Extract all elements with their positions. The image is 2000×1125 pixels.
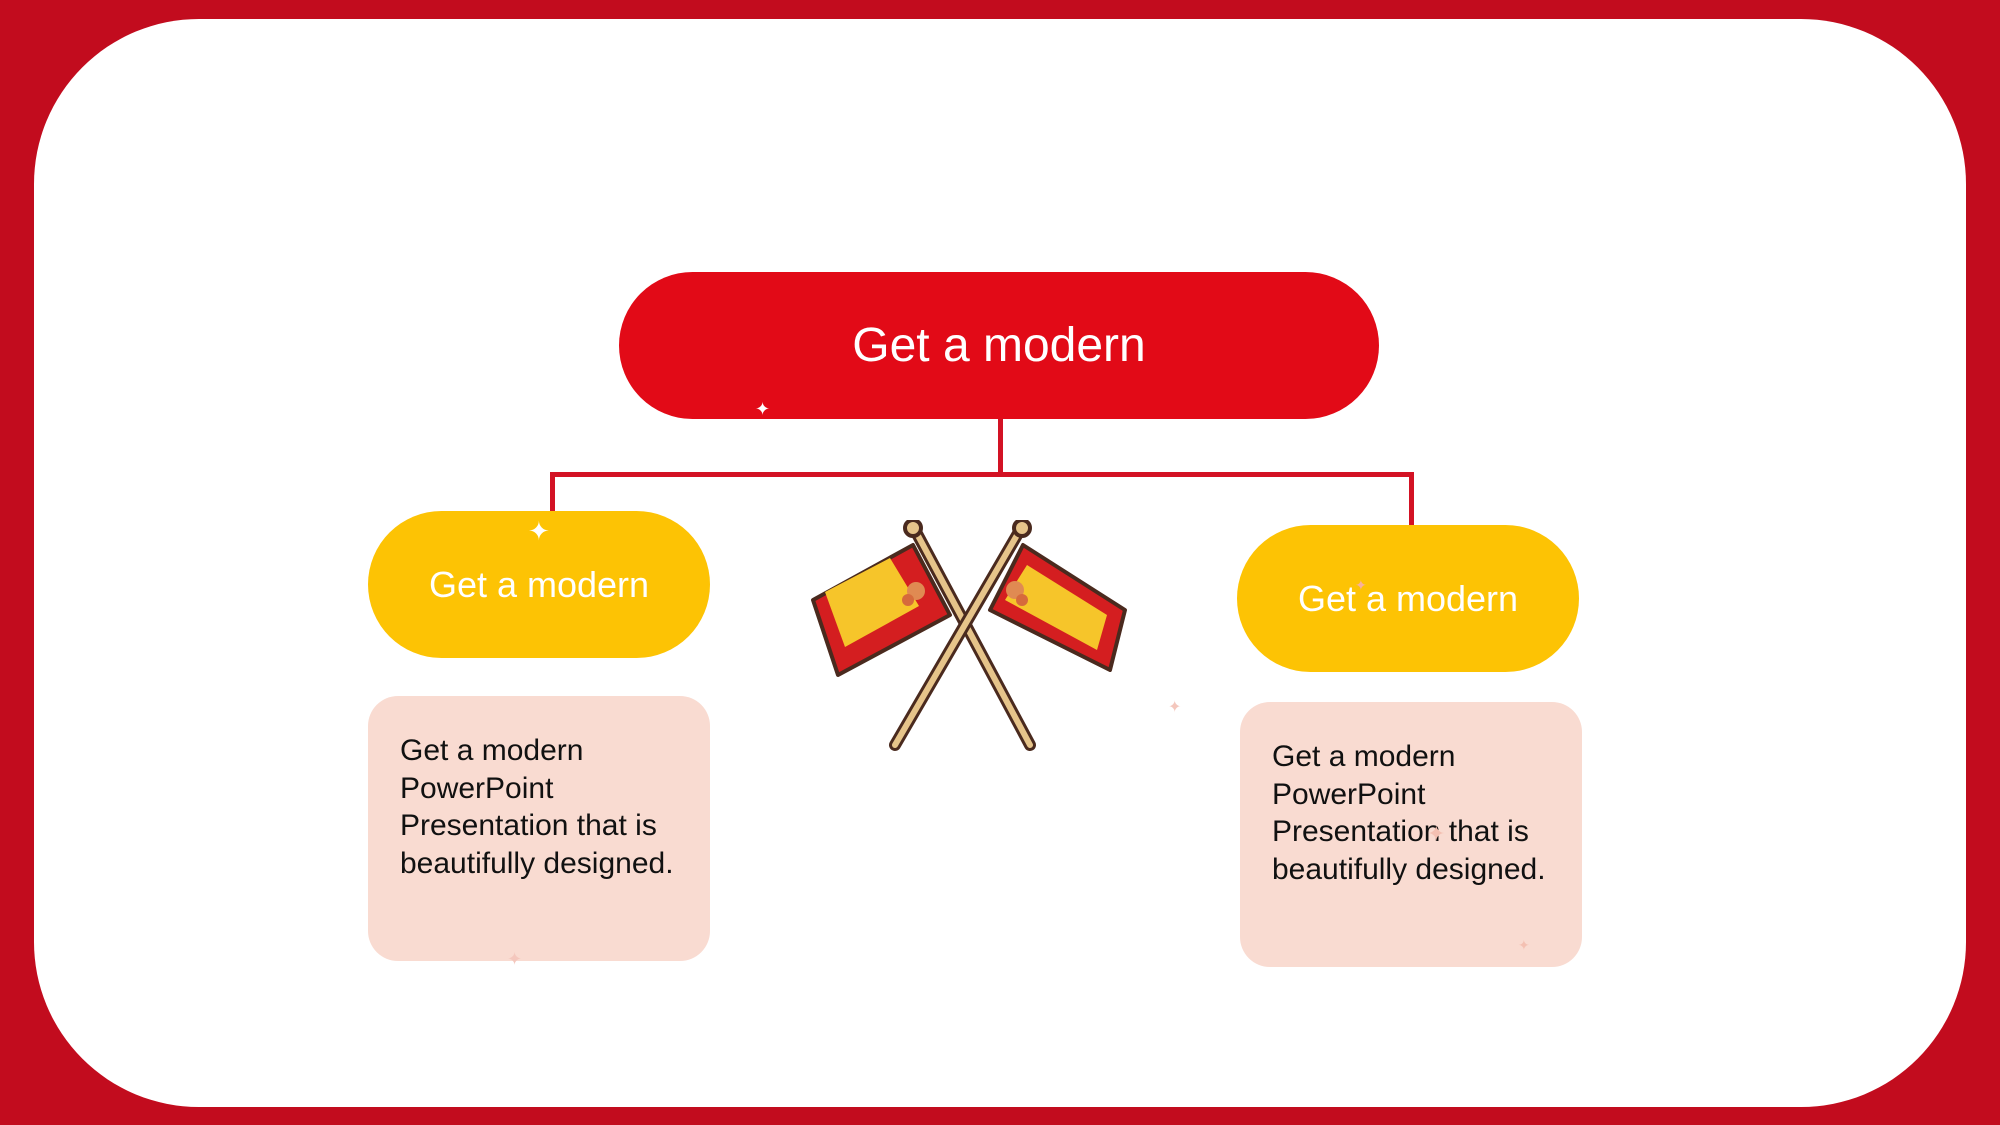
left-description-box: Get a modern PowerPoint Presentation tha…	[368, 696, 710, 961]
root-node-label: Get a modern	[852, 319, 1146, 372]
left-description-text: Get a modern PowerPoint Presentation tha…	[400, 734, 674, 880]
connector-root-stem	[998, 419, 1003, 474]
left-child-label: Get a modern	[428, 563, 650, 605]
sparkle-icon: ✦	[1518, 937, 1530, 953]
left-child-node: Get a modern	[368, 511, 710, 658]
right-child-label: Get a modern	[1297, 577, 1519, 619]
sparkle-icon: ✦	[755, 399, 771, 419]
root-node: Get a modern	[619, 272, 1379, 419]
connector-left-drop	[550, 472, 555, 512]
sparkle-icon: ✦	[1168, 699, 1182, 716]
right-description-text: Get a modern PowerPoint Presentation tha…	[1272, 740, 1546, 886]
sparkle-icon: ✦	[507, 949, 523, 969]
connector-horizontal	[550, 472, 1414, 477]
crossed-spain-flags-icon	[811, 520, 1127, 751]
right-description-box: Get a modern PowerPoint Presentation tha…	[1240, 702, 1582, 967]
sparkle-icon: ✦	[528, 516, 550, 546]
sparkle-icon: ✦	[1355, 577, 1367, 593]
right-child-node: Get a modern	[1237, 525, 1579, 672]
connector-right-drop	[1409, 472, 1414, 526]
sparkle-icon: ✦	[1427, 821, 1446, 846]
